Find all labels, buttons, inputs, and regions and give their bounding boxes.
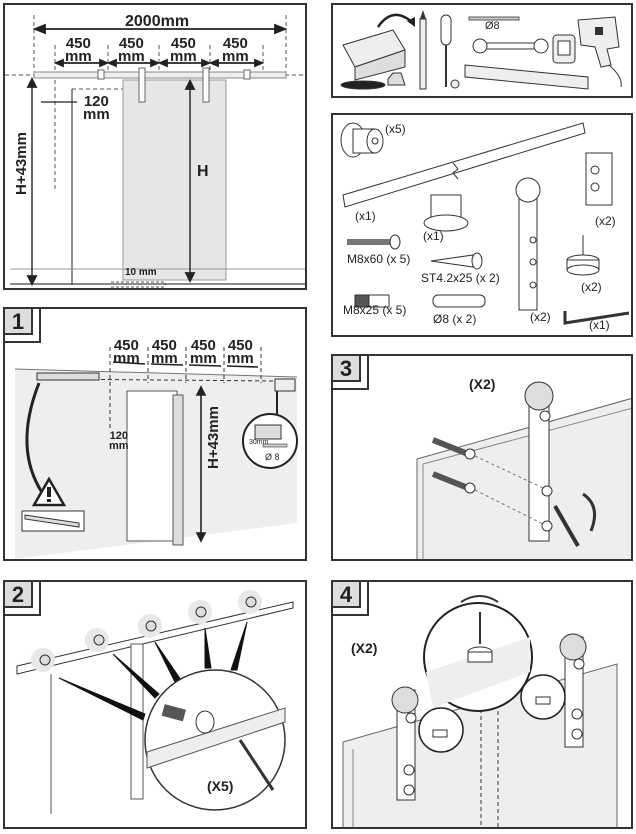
spacer-icon	[340, 122, 384, 158]
anchor-icon	[432, 294, 486, 308]
anchor-qty: Ø8 (x 2)	[433, 312, 477, 326]
hex-key-qty: (x1)	[589, 318, 610, 332]
door-opening	[126, 390, 178, 542]
spirit-level-icon	[36, 372, 100, 381]
drill-bit-size-label: Ø8	[485, 20, 500, 32]
total-width-label: 2000mm	[125, 13, 190, 30]
hex-key-icon	[563, 311, 630, 325]
wrench-icon	[472, 38, 549, 54]
drill-detail-icon	[242, 378, 298, 469]
stopper-icon	[585, 152, 613, 206]
step4-quantity: (X2)	[351, 640, 378, 656]
curved-arrow-icon	[25, 382, 45, 495]
drill-bit-label: Ø 8	[265, 452, 280, 462]
screw-st-icon	[430, 252, 483, 270]
step-number-badge: 3	[333, 356, 361, 382]
small-detail-circle-left	[418, 707, 464, 753]
spacer-bolt-icons	[31, 590, 262, 672]
tools-panel: Ø8	[331, 3, 633, 98]
floor-gap-label: 10 mm	[125, 267, 157, 278]
step-3-panel: 3 (X2)	[331, 354, 633, 561]
bolt-m8x25-icon	[354, 294, 390, 308]
warning-icon	[31, 476, 67, 507]
hanger-right	[202, 67, 210, 103]
step-4-panel: 4 (X2)	[331, 580, 633, 829]
pencil-icon	[419, 10, 427, 90]
step-number-badge: 2	[5, 582, 33, 608]
hanger-right-icon	[559, 633, 587, 748]
floor-guide-icon	[423, 194, 469, 232]
stopper-qty: (x2)	[595, 214, 616, 228]
bolt-m8x60-icon	[347, 234, 401, 250]
overview-drawing	[5, 15, 305, 288]
step-2-panel: 2 (X5)	[3, 580, 307, 829]
rail-height-label: H+43mm	[13, 132, 30, 195]
bolt-icon	[431, 437, 476, 494]
hanger-icon	[524, 381, 554, 542]
screw-st-qty: ST4.2x25 (x 2)	[421, 271, 500, 285]
small-detail-circle-right	[520, 674, 566, 720]
hanger-left-icon	[391, 686, 419, 801]
hanger-qty: (x2)	[530, 310, 551, 324]
rail	[33, 71, 287, 79]
step-number-badge: 4	[333, 582, 361, 608]
rotate-arrow-icon	[460, 595, 499, 603]
level-check-icon	[21, 510, 85, 532]
anti-jump-qty: (x2)	[581, 280, 602, 294]
detail-zoom-circle	[423, 602, 533, 712]
drill-depth-label: 30mm	[249, 439, 269, 446]
spirit-level-icon	[464, 64, 589, 90]
step3-quantity: (X2)	[469, 376, 496, 392]
detail-zoom-circle	[144, 669, 286, 811]
tape-measure-icon	[552, 34, 576, 64]
floor-guide-qty: (x1)	[423, 229, 444, 243]
power-drill-icon	[577, 16, 622, 88]
bolt-m8x60-qty: M8x60 (x 5)	[347, 252, 411, 266]
step2-quantity: (X5)	[207, 778, 234, 794]
bolt-m8x25-qty: M8x25 (x 5)	[343, 303, 407, 317]
spacer-qty: (x5)	[385, 122, 406, 136]
hanger-icon	[515, 177, 541, 311]
door	[122, 79, 227, 281]
hanger-left	[138, 67, 146, 103]
parts-panel: (x5) (x1) (x1) (x2) M8x60 (x 5) ST4.2x25…	[331, 113, 633, 337]
step1-rail-height-label: H+43mm	[205, 406, 222, 469]
door-height-label: H	[197, 163, 209, 180]
screwdriver-icon	[440, 14, 460, 89]
toolbox-icon	[340, 29, 406, 90]
rail-qty: (x1)	[355, 209, 376, 223]
wrench-icon	[553, 492, 597, 547]
anti-jump-icon	[566, 235, 600, 276]
rail-icon	[342, 122, 586, 208]
step-number-badge: 1	[5, 309, 33, 335]
drill-bit-icon	[468, 16, 520, 21]
